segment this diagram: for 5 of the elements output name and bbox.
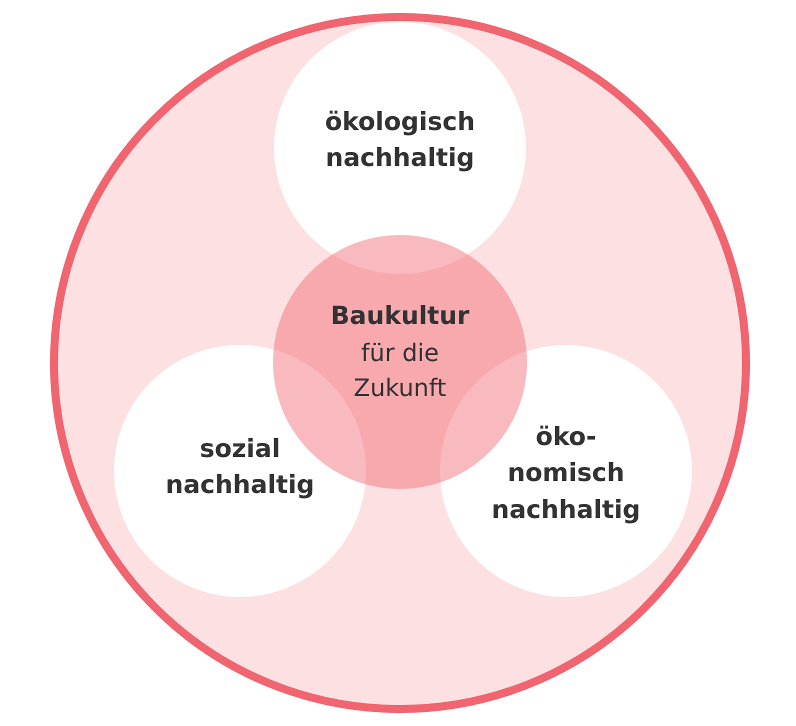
node-heading: sozial nachhaltig (164, 433, 316, 502)
node-heading: Baukultur (330, 300, 470, 332)
node-text: für die Zukunft (352, 338, 448, 404)
node-heading: ökologisch nachhaltig (324, 106, 476, 174)
node-heading: öko- nomisch nachhaltig (491, 421, 641, 526)
